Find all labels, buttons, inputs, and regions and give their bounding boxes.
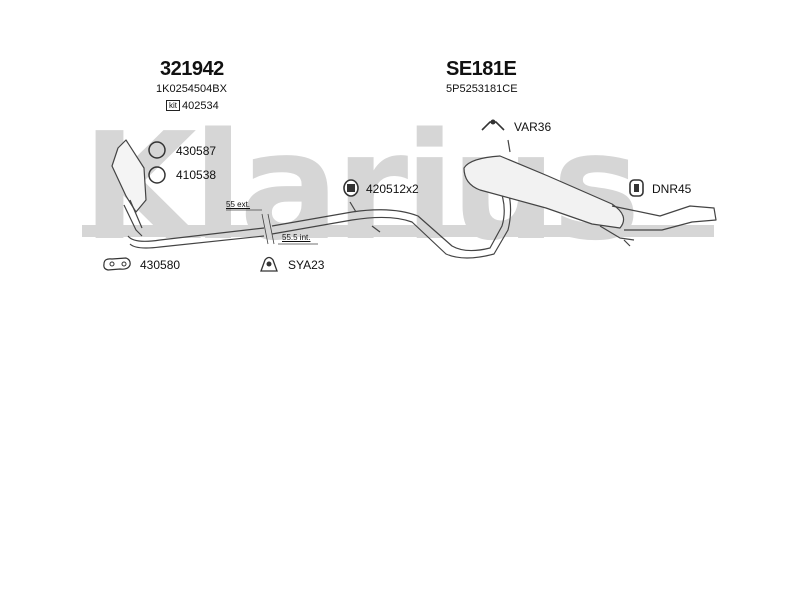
bracket-label: SYA23	[288, 258, 325, 272]
middle-pipe	[271, 167, 505, 252]
mount-rubber-label: 420512x2	[366, 182, 419, 196]
bracket-icon	[260, 256, 278, 272]
left-oe-number: 1K0254504BX	[156, 83, 227, 95]
dimension-ext: 55 ext.	[226, 200, 251, 209]
right-part-number: SE181E	[446, 58, 517, 80]
left-part-number: 321942	[160, 58, 224, 80]
hanger-label: VAR36	[514, 120, 552, 134]
mount-rubber-icon	[343, 179, 359, 197]
catalytic-converter	[111, 139, 147, 213]
clamp-ring-2-icon	[148, 166, 166, 184]
rear-silencer	[463, 155, 625, 229]
front-pipe	[127, 227, 265, 242]
hanger-icon	[481, 119, 505, 131]
kit-number-text: 402534	[182, 100, 219, 112]
kit-icon: kit	[166, 100, 180, 111]
clamp-ring-2-label: 410538	[176, 168, 217, 182]
rear-mount-icon	[629, 179, 644, 197]
gasket-flange-label: 430580	[140, 258, 181, 272]
clamp-ring-label: 430587	[176, 144, 217, 158]
right-oe-number: 5P5253181CE	[446, 83, 518, 95]
clamp-ring-icon	[148, 141, 166, 159]
dimension-int: 55.5 int.	[282, 233, 311, 242]
gasket-flange-icon	[103, 257, 131, 271]
watermark-underline	[82, 225, 714, 237]
rear-mount-label: DNR45	[652, 182, 692, 196]
